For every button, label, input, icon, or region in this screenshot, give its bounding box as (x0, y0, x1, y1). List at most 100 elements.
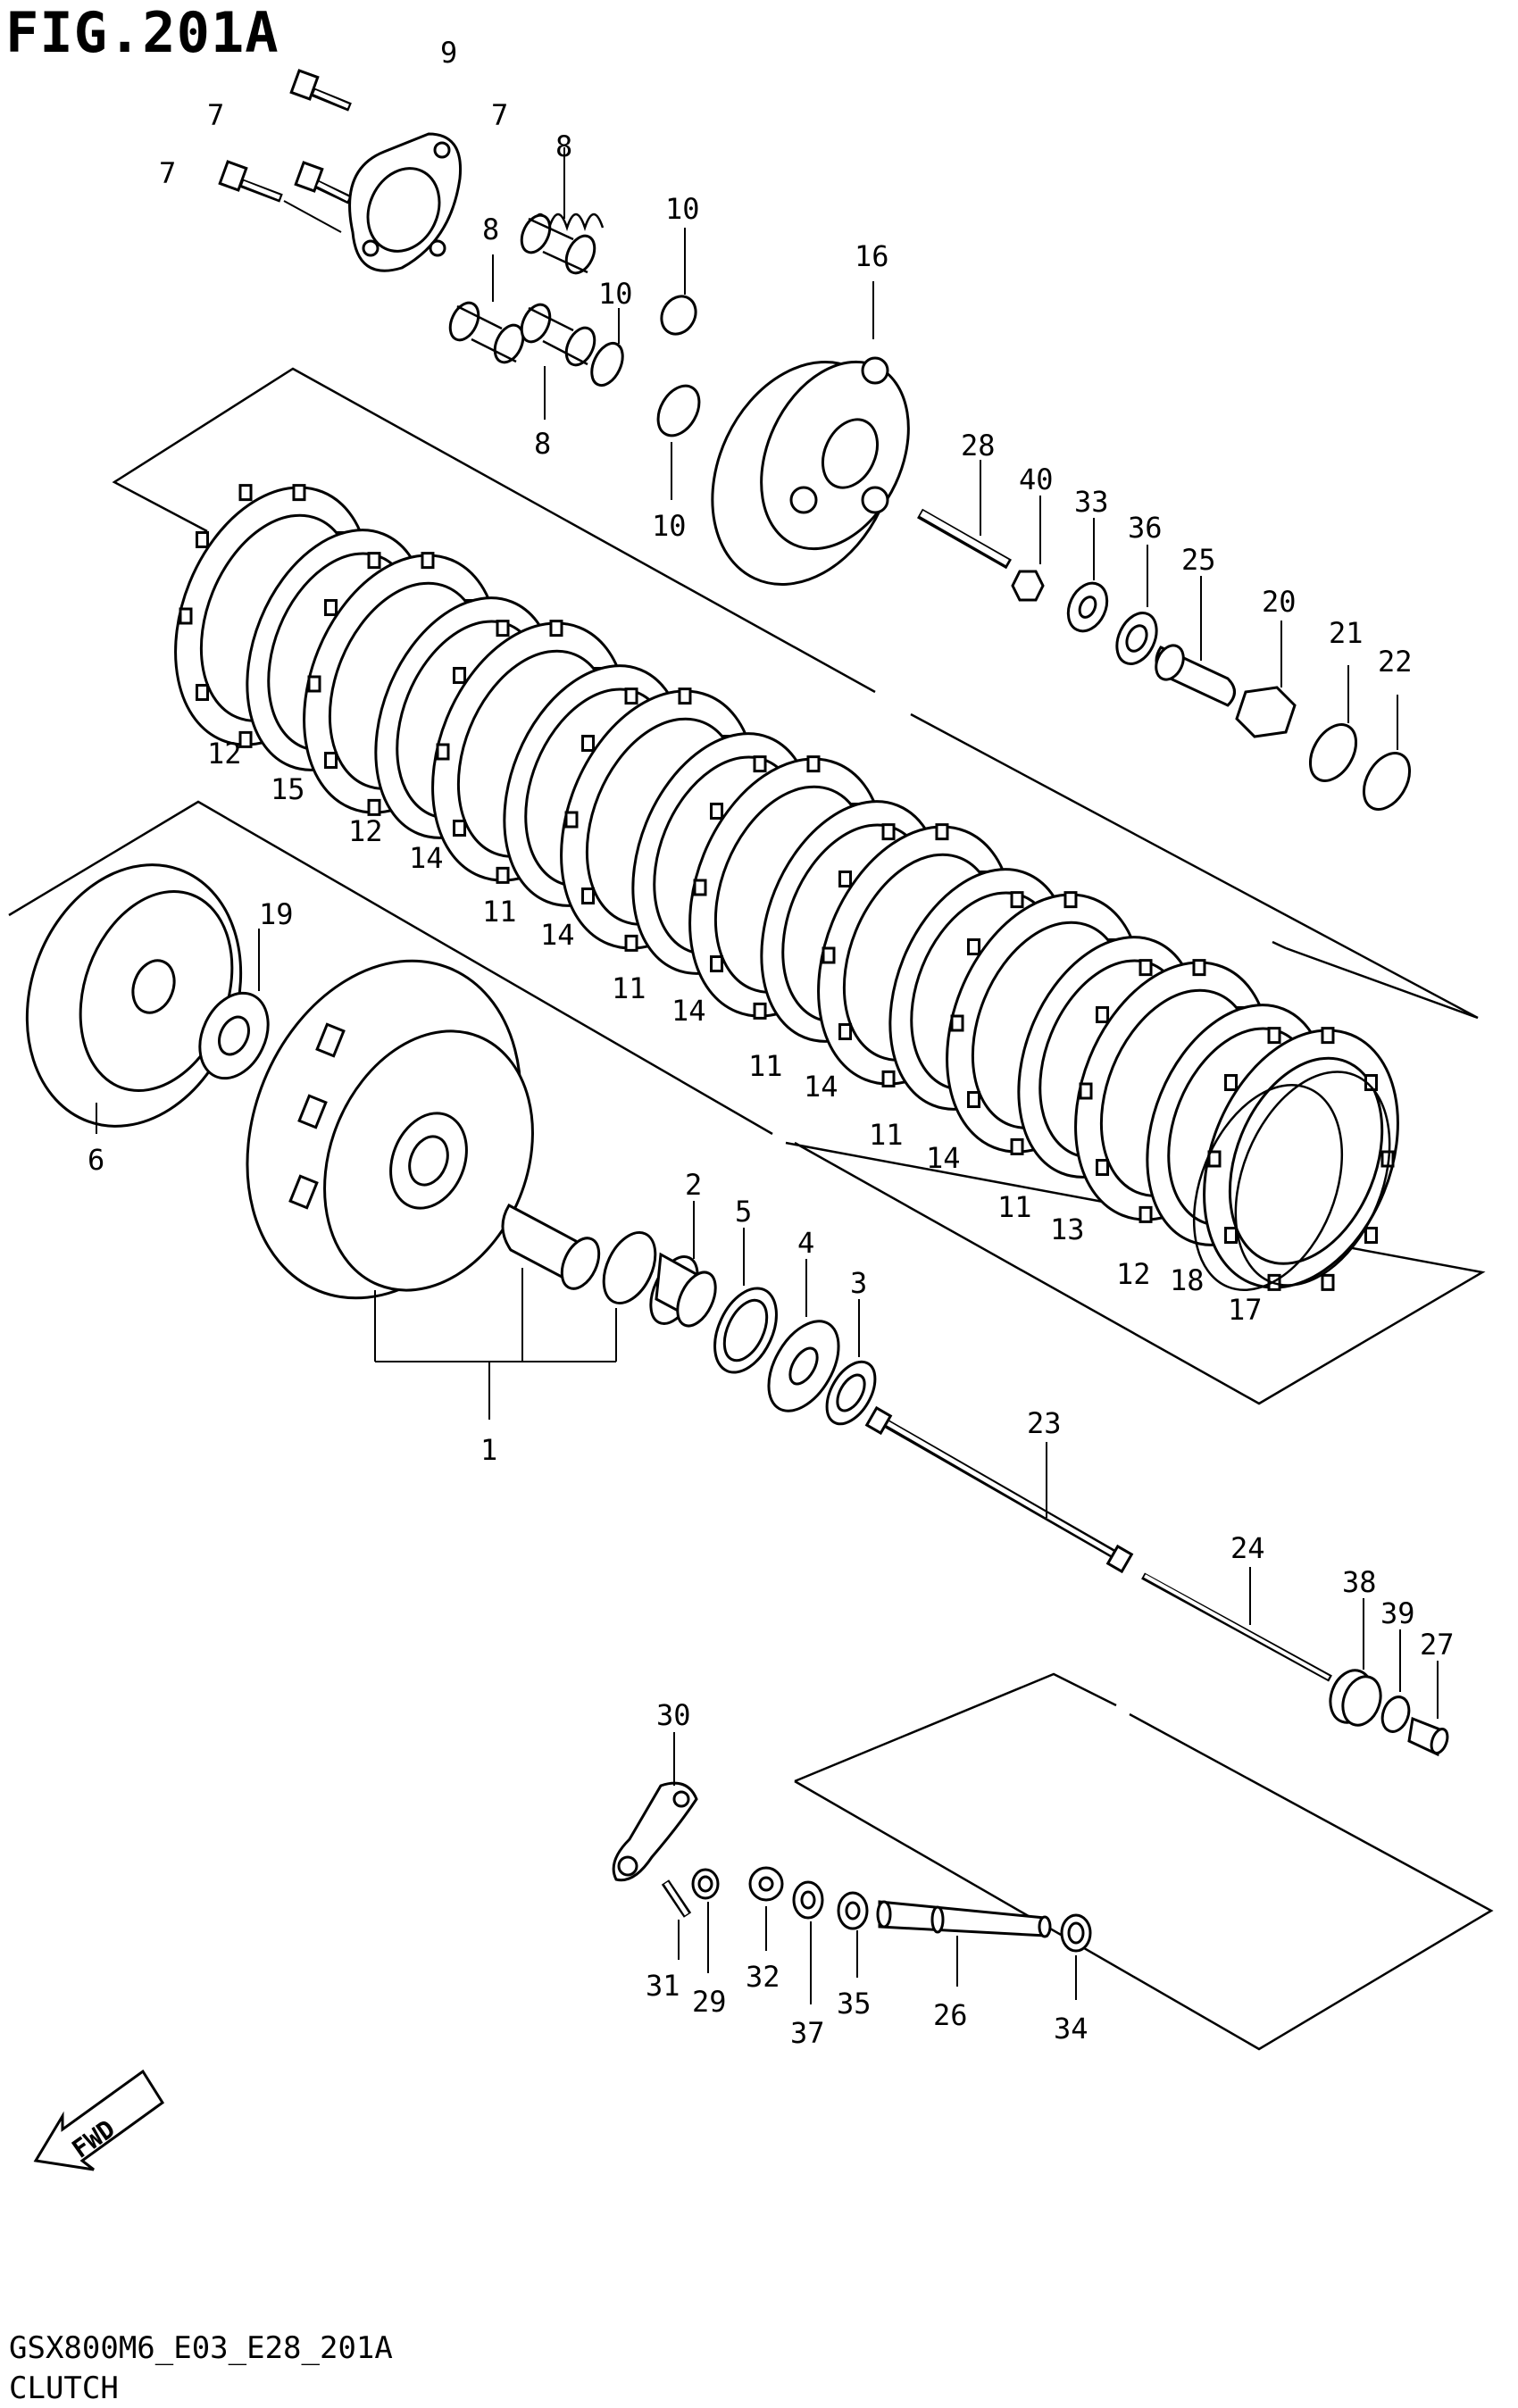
plate-tab (496, 620, 510, 637)
callout-14e: 14 (926, 1141, 961, 1175)
callout-23: 23 (1027, 1406, 1062, 1440)
plate-tab (453, 666, 467, 684)
callout-8c: 8 (534, 427, 551, 461)
plate-tab (967, 937, 981, 955)
plate-tab (196, 530, 210, 548)
callout-11a: 11 (482, 895, 517, 929)
washer-19 (198, 929, 270, 1080)
plate-tab (753, 755, 767, 773)
callout-25: 25 (1181, 543, 1216, 577)
callout-27: 27 (1420, 1628, 1455, 1662)
callout-8a: 8 (555, 129, 572, 163)
callout-7c: 7 (159, 156, 176, 190)
sleeve-hub (25, 863, 243, 1134)
wire-ring (1234, 1071, 1391, 1287)
plate-tab (324, 752, 338, 770)
plate-tab (1321, 1027, 1335, 1045)
callout-35: 35 (837, 1987, 872, 2021)
plate-tab (581, 734, 596, 752)
plate-tab (838, 1023, 853, 1041)
callout-18: 18 (1170, 1263, 1205, 1297)
plate-tab (367, 798, 381, 816)
callout-22: 22 (1378, 645, 1413, 679)
plate-tab (1096, 1159, 1110, 1177)
plate-tab (307, 675, 321, 693)
plate-tab (179, 607, 193, 625)
plate-tab (624, 934, 638, 952)
plate-tab (238, 484, 253, 502)
callout-40: 40 (1019, 462, 1054, 496)
plate-tab (822, 946, 836, 964)
plate-tab (753, 1002, 767, 1020)
callout-14d: 14 (804, 1070, 838, 1104)
callout-1: 1 (480, 1433, 497, 1467)
plate-tab (693, 879, 707, 896)
callout-31: 31 (646, 1969, 680, 2003)
wire-ring (1192, 1083, 1344, 1292)
upper-frame (112, 367, 1479, 1020)
plate-tab (950, 1014, 964, 1032)
plate-tab (1096, 1005, 1110, 1023)
release-mechanism (612, 1732, 1092, 2004)
plate-tab (806, 755, 821, 773)
callout-14c: 14 (671, 994, 706, 1028)
plate-tab (1138, 1205, 1153, 1223)
callout-11e: 11 (997, 1190, 1032, 1224)
fwd-arrow-icon: FWD (33, 2069, 165, 2171)
plate-tab (581, 887, 596, 905)
callout-24: 24 (1230, 1531, 1265, 1565)
callout-13: 13 (1050, 1212, 1085, 1246)
callout-17: 17 (1228, 1293, 1263, 1327)
callout-11c: 11 (748, 1049, 783, 1083)
callout-10c: 10 (652, 509, 687, 543)
plate-tab (967, 1091, 981, 1109)
callout-39: 39 (1380, 1596, 1415, 1630)
push-piece-stack (1329, 1598, 1449, 1757)
bearings-and-spacers (602, 1201, 877, 1426)
callout-28: 28 (961, 429, 996, 462)
plate-tab (196, 684, 210, 702)
bolt-group (218, 69, 353, 233)
callout-5: 5 (735, 1195, 752, 1229)
plate-tab (1224, 1227, 1239, 1245)
bolt-7-top (289, 69, 352, 112)
plate-tab (624, 687, 638, 705)
plate-tab (935, 823, 949, 841)
pressure-plate (711, 281, 910, 586)
plate-tab (1267, 1027, 1281, 1045)
plate-tab (496, 866, 510, 884)
lifter-stack (917, 460, 1412, 811)
figure-title: FIG.201A (5, 0, 279, 65)
callout-7b: 7 (207, 98, 224, 132)
callout-12a: 12 (207, 737, 242, 771)
callout-38: 38 (1342, 1565, 1377, 1599)
plate-tab (1207, 1150, 1222, 1168)
plate-tab (1364, 1227, 1378, 1245)
washers-10 (590, 228, 701, 500)
plate-tab (367, 552, 381, 570)
callout-30: 30 (656, 1698, 691, 1732)
friction-plate (1203, 1027, 1399, 1291)
springs (448, 147, 605, 420)
callout-34: 34 (1054, 2012, 1088, 2046)
callout-37: 37 (790, 2016, 825, 2050)
spring-8-left (448, 301, 525, 364)
footer-code: GSX800M6_E03_E28_201A (9, 2330, 393, 2366)
clutch-plate-stack (174, 484, 1399, 1292)
callout-15: 15 (271, 772, 305, 806)
plate-tab (1321, 1273, 1335, 1291)
plate-tab (549, 620, 563, 637)
callout-29: 29 (692, 1985, 727, 2019)
callout-10b: 10 (598, 277, 633, 311)
plate-tab (1010, 891, 1024, 909)
plate-tab (421, 552, 435, 570)
plate-tab (1079, 1082, 1093, 1100)
plate-tab (838, 870, 853, 887)
callout-3: 3 (850, 1266, 867, 1300)
callout-32: 32 (746, 1960, 780, 1994)
callout-19: 19 (259, 897, 294, 931)
plate-tab (1010, 1137, 1024, 1155)
callout-11b: 11 (612, 971, 646, 1005)
callouts: 7 7 7 9 8 8 8 10 10 10 16 28 40 33 36 25… (88, 36, 1455, 2050)
callout-12c: 12 (1116, 1257, 1151, 1291)
